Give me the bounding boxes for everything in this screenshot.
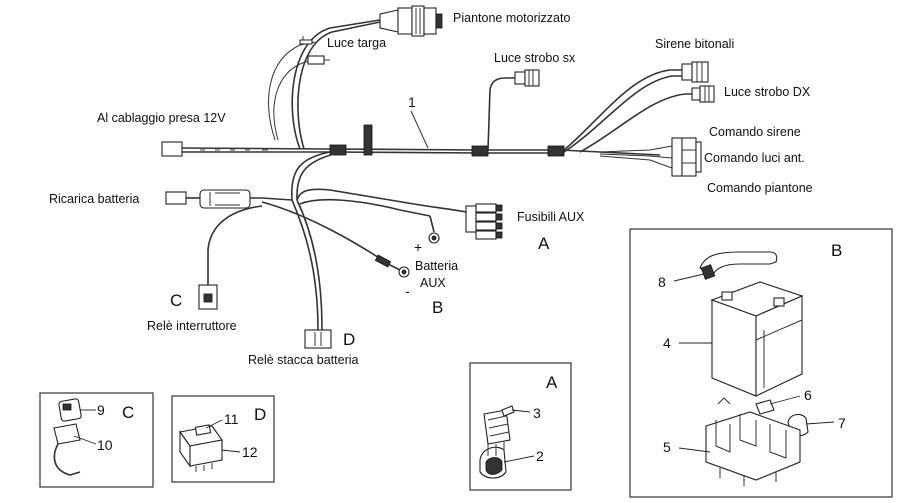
connector-12v: [161, 141, 183, 157]
main-harness: [161, 5, 715, 349]
detail-box-a: A 3 2: [469, 362, 572, 491]
label-luce-targa: Luce targa: [327, 36, 386, 50]
callout-4: 4: [663, 335, 671, 351]
callout-8: 8: [658, 274, 666, 290]
label-fusibili-aux: Fusibili AUX: [517, 210, 585, 224]
callout-12: 12: [242, 444, 258, 460]
letter-a: A: [538, 234, 550, 253]
connector-ricarica: [165, 191, 187, 205]
callout-11: 11: [224, 411, 239, 427]
letter-d: D: [343, 330, 355, 349]
detail-box-d: D 11 12: [171, 395, 275, 483]
connector-comandi: [671, 137, 702, 177]
battery-tray: [705, 397, 801, 486]
box-d-letter: D: [254, 405, 266, 424]
fusibili-aux: [465, 203, 503, 240]
connector-piantone: [379, 5, 443, 37]
battery: [710, 281, 804, 397]
callout-2: 2: [536, 448, 544, 464]
callout-7: 7: [838, 415, 846, 431]
label-comando-luci-ant: Comando luci ant.: [704, 151, 805, 165]
label-plus: +: [414, 239, 422, 255]
label-piantone-motorizzato: Piantone motorizzato: [453, 11, 570, 25]
detail-box-c: C 9 10: [39, 392, 154, 488]
label-comando-piantone: Comando piantone: [707, 181, 813, 195]
callout-3: 3: [533, 405, 541, 421]
label-minus: -: [405, 283, 410, 299]
label-ricarica-batteria: Ricarica batteria: [49, 192, 139, 206]
rele-interruttore: [198, 284, 218, 310]
detail-box-b: B 8 4 6 7: [629, 228, 893, 498]
connector-strobo-dx: [691, 85, 715, 103]
label-al-cablaggio: Al cablaggio presa 12V: [97, 111, 226, 125]
connector-sirene-bitonali: [681, 61, 709, 83]
callout-5: 5: [663, 439, 671, 455]
label-rele-stacca-batteria: Relè stacca batteria: [248, 353, 359, 367]
box-c-letter: C: [122, 403, 134, 422]
fuse-holder-ricarica: [199, 189, 251, 209]
label-comando-sirene: Comando sirene: [709, 125, 801, 139]
callout-9: 9: [97, 402, 105, 418]
label-batteria: Batteria: [415, 259, 458, 273]
harness-number-1: 1: [408, 94, 416, 110]
label-rele-interruttore: Relè interruttore: [147, 319, 237, 333]
box-a-letter: A: [546, 373, 558, 392]
callout-6: 6: [804, 387, 812, 403]
callout-10: 10: [97, 437, 113, 453]
box-b-letter: B: [831, 241, 842, 260]
letter-c: C: [170, 291, 182, 310]
label-luce-strobo-dx: Luce strobo DX: [724, 85, 811, 99]
label-sirene-bitonali: Sirene bitonali: [655, 37, 734, 51]
label-aux: AUX: [420, 276, 446, 290]
label-luce-strobo-sx: Luce strobo sx: [494, 51, 576, 65]
rele-stacca-batteria: [304, 329, 332, 349]
letter-b: B: [432, 298, 443, 317]
connector-strobo-sx: [514, 69, 540, 87]
